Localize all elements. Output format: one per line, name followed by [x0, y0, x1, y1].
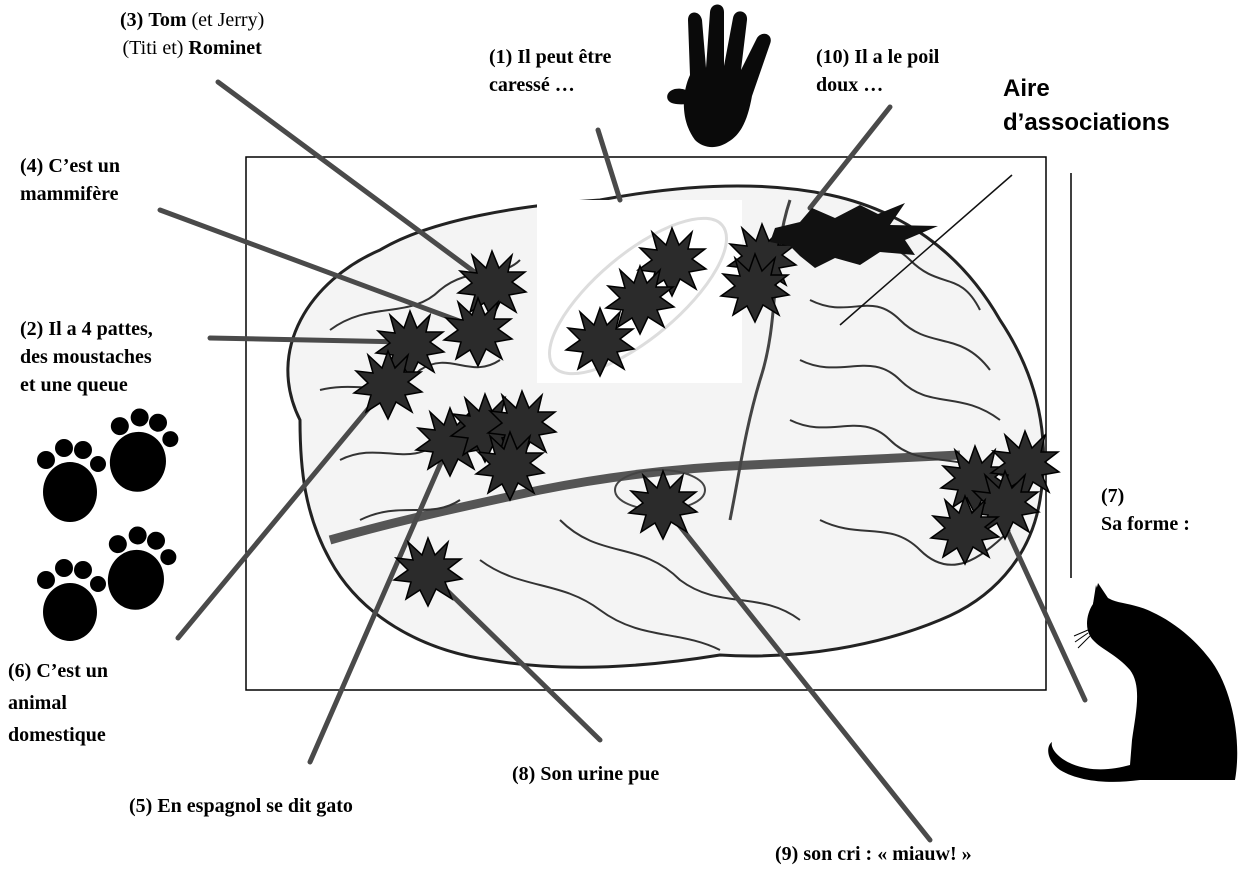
label-2-line2: des moustaches	[20, 346, 152, 368]
label-6-line1: (6) C’est un	[8, 660, 108, 682]
label-4-line2: mammifère	[20, 183, 118, 205]
label-1-line2: caressé …	[489, 74, 575, 96]
label-8-line1: (8) Son urine pue	[512, 763, 659, 785]
label-3-titi: (Titi et)	[122, 37, 183, 59]
label-6-line3: domestique	[8, 724, 106, 746]
label-aire-line2: d’associations	[1003, 106, 1170, 140]
label-7-line1: (7)	[1101, 485, 1124, 507]
label-8: (8) Son urine pue	[512, 760, 659, 788]
label-6: (6) C’est un animal domestique	[8, 655, 108, 751]
cat-whiskers	[1074, 630, 1090, 648]
connector-7	[1000, 515, 1085, 700]
label-6-line2: animal	[8, 692, 67, 714]
label-7: (7) Sa forme :	[1101, 482, 1190, 538]
label-5: (5) En espagnol se dit gato	[129, 792, 353, 820]
label-2: (2) Il a 4 pattes, des moustaches et une…	[20, 315, 153, 399]
label-1: (1) Il peut être caressé …	[489, 43, 659, 99]
paw-prints-icon	[37, 404, 183, 641]
label-7-line2: Sa forme :	[1101, 513, 1190, 535]
connector-1	[598, 130, 620, 200]
label-5-line1: (5) En espagnol se dit gato	[129, 795, 353, 817]
hand-print-icon	[667, 5, 771, 148]
label-9-line1: (9) son cri : « miauw! »	[775, 843, 972, 865]
label-10: (10) Il a le poil doux …	[816, 43, 1006, 99]
label-3-tom: Tom	[148, 9, 186, 31]
label-10-line2: doux …	[816, 74, 883, 96]
label-3-num: (3)	[120, 9, 143, 31]
label-4-line1: (4) C’est un	[20, 155, 120, 177]
label-3: (3) Tom (et Jerry) (Titi et) Rominet	[120, 6, 264, 62]
label-3-rominet: Rominet	[188, 37, 261, 59]
label-4: (4) C’est un mammifère	[20, 152, 120, 208]
label-9: (9) son cri : « miauw! »	[775, 840, 972, 868]
label-1-line1: (1) Il peut être	[489, 46, 611, 68]
label-3-jerry: (et Jerry)	[192, 9, 265, 31]
label-10-line1: (10) Il a le poil	[816, 46, 939, 68]
label-aire-line1: Aire	[1003, 72, 1170, 106]
label-2-line3: et une queue	[20, 374, 128, 396]
label-aire: Aire d’associations	[1003, 72, 1170, 140]
connector-3	[218, 82, 492, 285]
label-2-line1: (2) Il a 4 pattes,	[20, 318, 153, 340]
